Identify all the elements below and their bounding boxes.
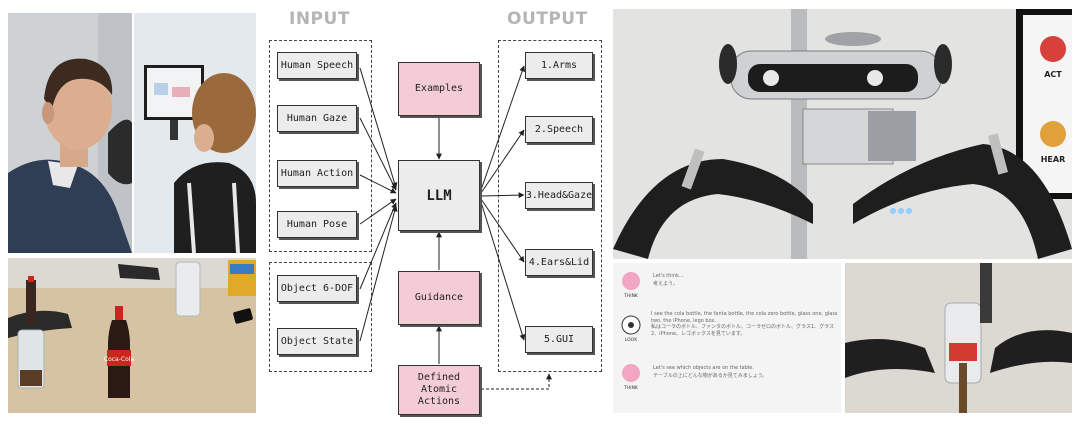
- robot-screen-hear-label: HEAR: [1041, 155, 1066, 164]
- output-speech: 2.Speech: [525, 116, 593, 143]
- robot-illustration: ACT HEAR: [613, 9, 1072, 259]
- photo-monitor-illustration: [134, 13, 256, 253]
- robot-screen-act-label: ACT: [1044, 70, 1062, 79]
- gui-row3-jp: テーブルの上にどんな物があるか見てみましょう。: [653, 372, 767, 379]
- llm-box: LLM: [398, 160, 480, 231]
- input-human-pose: Human Pose: [277, 211, 357, 238]
- gui-row3-en: Let's see which objects are on the table…: [653, 365, 754, 371]
- output-header: OUTPUT: [507, 9, 588, 29]
- arrow-action-to-llm: [359, 174, 397, 194]
- atomic-actions-box: Defined Atomic Actions: [398, 365, 480, 415]
- guidance-box: Guidance: [398, 271, 480, 325]
- output-ears-lid: 4.Ears&Lid: [525, 249, 593, 276]
- arrow-speech-to-llm: [359, 67, 398, 189]
- think-label-2: THINK: [623, 385, 639, 391]
- arrow-llm-to-speech: [480, 129, 525, 194]
- brain-icon: [622, 272, 640, 290]
- photo-gui-screen: THINK Let's think... 考えよう。 LOOK I see th…: [613, 263, 841, 413]
- photo-table-with-objects: Coca-Cola: [8, 258, 256, 413]
- photo-man-looking-at-robot: [8, 13, 132, 253]
- photo-man-illustration: [8, 13, 132, 253]
- arrow-llm-to-headgaze: [480, 192, 525, 199]
- arrow-object6dof-to-llm: [359, 202, 397, 290]
- look-label: LOOK: [625, 337, 638, 343]
- gui-screen-illustration: THINK Let's think... 考えよう。 LOOK I see th…: [613, 263, 841, 413]
- input-object-state: Object State: [277, 328, 357, 355]
- photo-robot-hands-bottle: [845, 263, 1072, 413]
- robot-hands-illustration: [845, 263, 1072, 413]
- output-group: [498, 40, 602, 372]
- arrow-atomic-to-outputs: [481, 373, 552, 390]
- gui-row2-en: I see the cola bottle, the fanta bottle,…: [651, 311, 838, 324]
- input-group-object: [269, 262, 372, 372]
- photo-table-illustration: Coca-Cola: [8, 258, 256, 413]
- cola-label: Coca-Cola: [104, 356, 135, 363]
- output-arms: 1.Arms: [525, 52, 593, 79]
- arrow-pose-to-llm: [359, 198, 397, 225]
- photo-robot-head-and-arms: ACT HEAR: [613, 9, 1072, 259]
- arrow-llm-to-gui: [480, 201, 526, 341]
- input-object-6dof: Object 6-DOF: [277, 275, 357, 302]
- arrow-gaze-to-llm: [359, 117, 397, 191]
- input-human-speech: Human Speech: [277, 52, 357, 79]
- gui-row1-jp: 考えよう。: [653, 281, 678, 287]
- gui-row1-en: Let's think...: [653, 273, 684, 279]
- arrow-llm-to-earslid: [480, 198, 525, 263]
- photo-person-at-monitor: [134, 13, 256, 253]
- examples-box: Examples: [398, 62, 480, 116]
- arrow-llm-to-arms: [480, 65, 526, 191]
- think-label-1: THINK: [623, 293, 639, 299]
- arrow-objectstate-to-llm: [359, 205, 398, 342]
- output-gui: 5.GUI: [525, 326, 593, 353]
- gui-row2-jp: 私はコーラのボトル、ファンタのボトル、コーラゼロのボトル、グラス1、グラス2、i…: [651, 324, 834, 337]
- output-head-gaze: 3.Head&Gaze: [525, 182, 593, 209]
- input-group-human: [269, 40, 372, 252]
- brain-icon: [622, 364, 640, 382]
- input-human-gaze: Human Gaze: [277, 105, 357, 132]
- input-human-action: Human Action: [277, 160, 357, 187]
- input-header: INPUT: [289, 9, 350, 29]
